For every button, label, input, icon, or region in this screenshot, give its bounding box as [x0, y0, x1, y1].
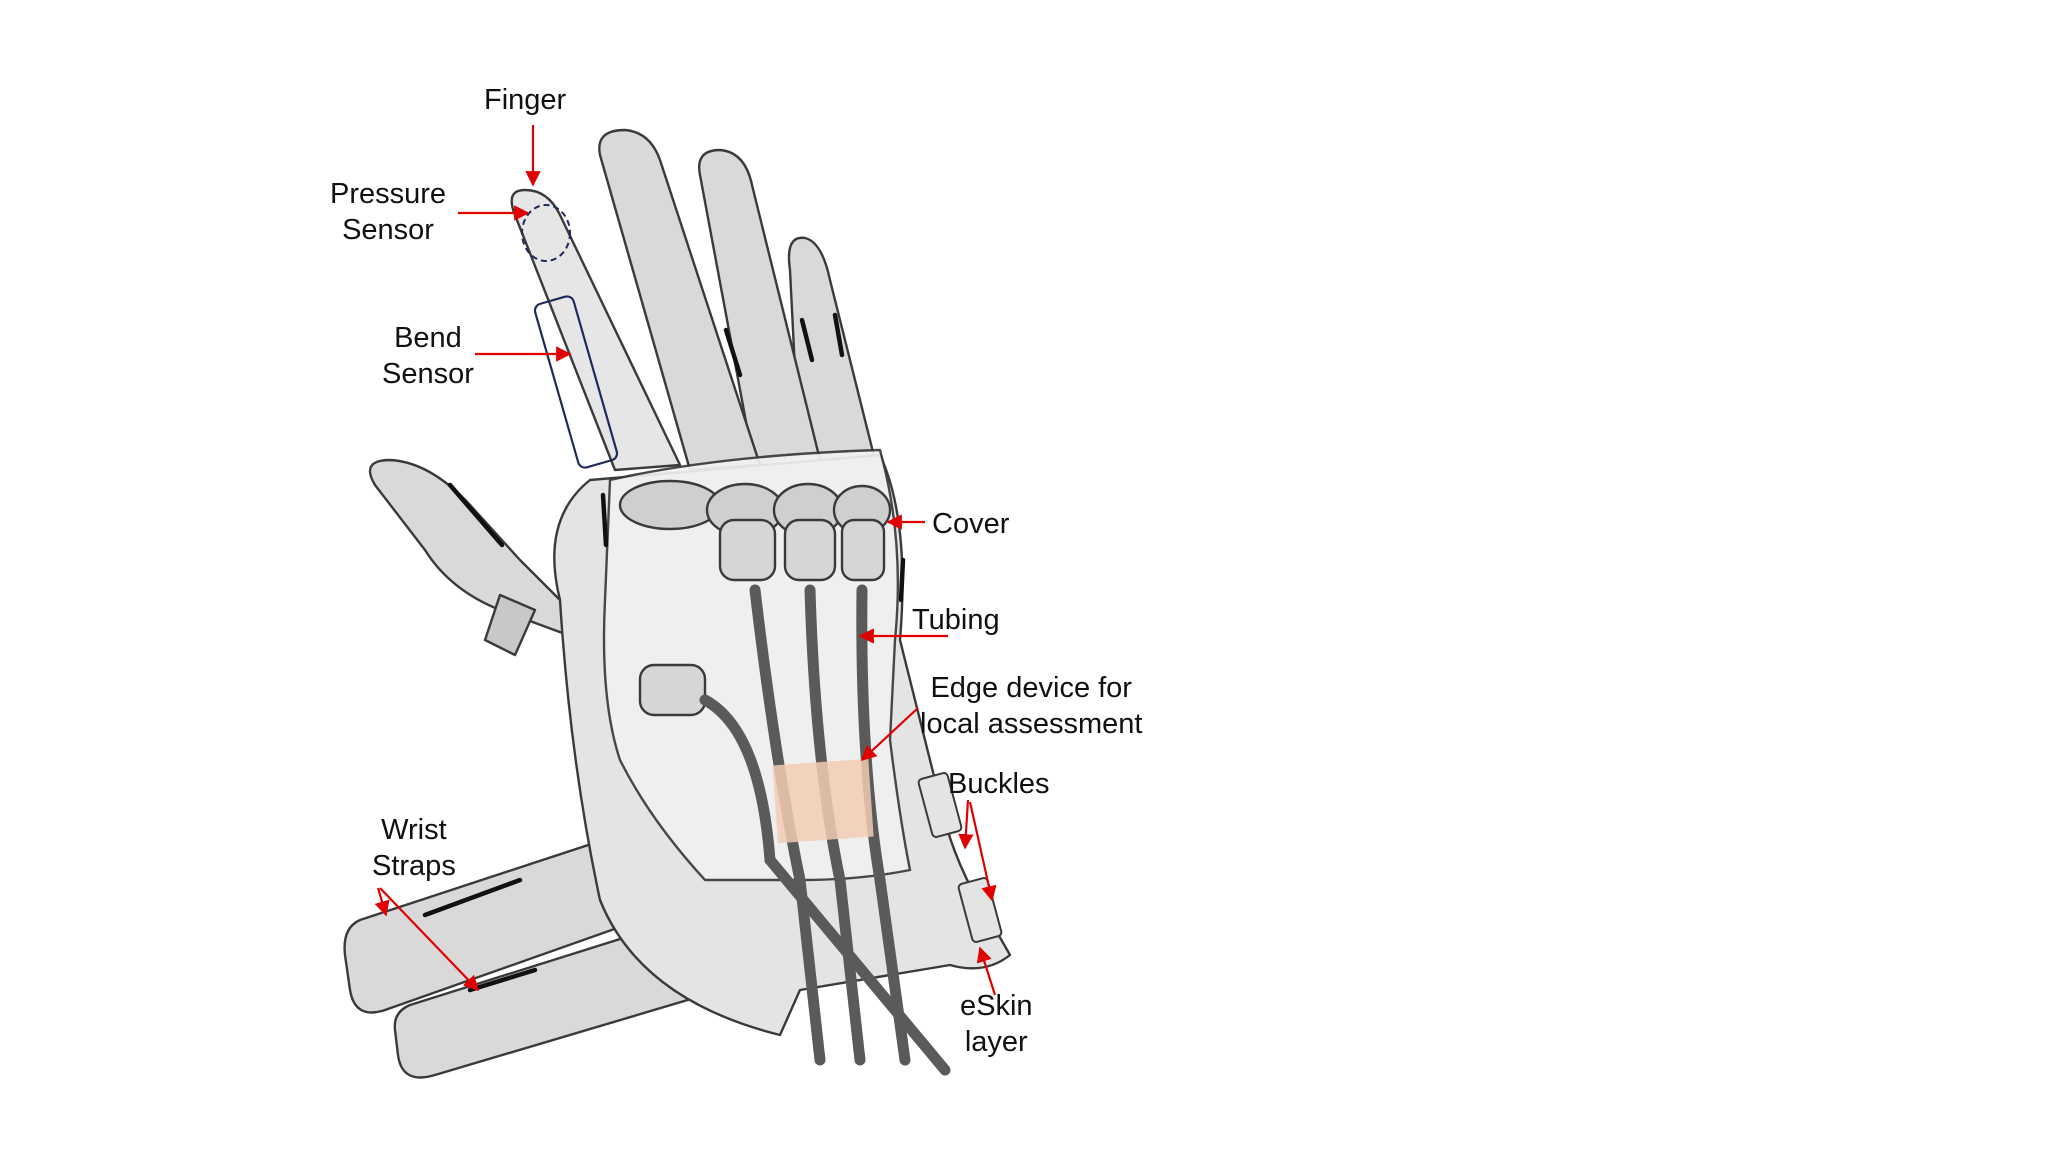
- label-pressure-sensor: Pressure Sensor: [330, 176, 446, 248]
- label-wrist-straps-line-2: Straps: [372, 850, 456, 882]
- label-bend-sensor-line-1: Bend: [394, 322, 462, 354]
- glove-group: [343, 128, 1012, 1079]
- label-finger: Finger: [484, 84, 567, 116]
- edge-device: [772, 758, 874, 844]
- arrow-edge-device: [860, 707, 919, 762]
- stitch-thumb: [447, 482, 505, 548]
- buckle-upper: [917, 772, 963, 838]
- thumb-band: [483, 593, 537, 657]
- stitch-pinky: [832, 312, 845, 358]
- label-eskin-layer-line-2: layer: [964, 1026, 1028, 1058]
- actuator-1: [718, 518, 777, 582]
- arrow-wrist-strap-lower: [379, 887, 480, 992]
- label-buckles: Buckles: [948, 768, 1050, 800]
- label-pressure-sensor-line-2: Sensor: [342, 214, 434, 246]
- finger-middle: [598, 128, 762, 472]
- stitch-ring: [799, 317, 815, 363]
- stitching: [422, 312, 906, 993]
- label-edge-device-line-1: Edge device for: [930, 672, 1132, 704]
- arrow-buckle-lower: [968, 801, 997, 902]
- knuckle-cup-1: [618, 479, 722, 531]
- tube-2: [804, 584, 866, 1066]
- stitch-strap-upper: [422, 877, 523, 918]
- actuator-3: [840, 518, 886, 582]
- label-bend-sensor-line-2: Sensor: [382, 358, 474, 390]
- label-eskin-layer-line-1: eSkin: [960, 990, 1033, 1022]
- arrow-buckle-upper: [958, 799, 974, 850]
- label-tubing: Tubing: [912, 604, 1000, 636]
- stitch-middle: [723, 327, 743, 378]
- label-eskin-layer: eSkin layer: [960, 988, 1033, 1060]
- label-pressure-sensor-line-1: Pressure: [330, 178, 447, 210]
- label-cover: Cover: [932, 508, 1010, 540]
- annotation-arrows: [374, 125, 997, 996]
- label-wrist-straps-line-1: Wrist: [381, 814, 447, 846]
- tube-1: [749, 584, 826, 1066]
- label-edge-device-line-2: local assessment: [920, 708, 1143, 740]
- bend-sensor: [533, 295, 619, 469]
- arrow-eskin-layer: [976, 946, 997, 996]
- actuator-2: [783, 518, 837, 582]
- pressure-sensor: [521, 204, 571, 262]
- finger-ring: [698, 148, 822, 472]
- thumb-actuator: [638, 663, 707, 717]
- arrow-wrist-strap-upper: [374, 887, 390, 917]
- tube-4: [699, 694, 951, 1076]
- stitch-cover-right: [898, 557, 906, 603]
- stitch-cover-left: [600, 492, 609, 548]
- label-bend-sensor: Bend Sensor: [382, 320, 474, 392]
- label-edge-device: Edge device for local assessment: [920, 670, 1142, 742]
- stitch-strap-lower: [467, 967, 538, 993]
- label-wrist-straps: Wrist Straps: [372, 812, 456, 884]
- finger-pinky: [787, 236, 877, 472]
